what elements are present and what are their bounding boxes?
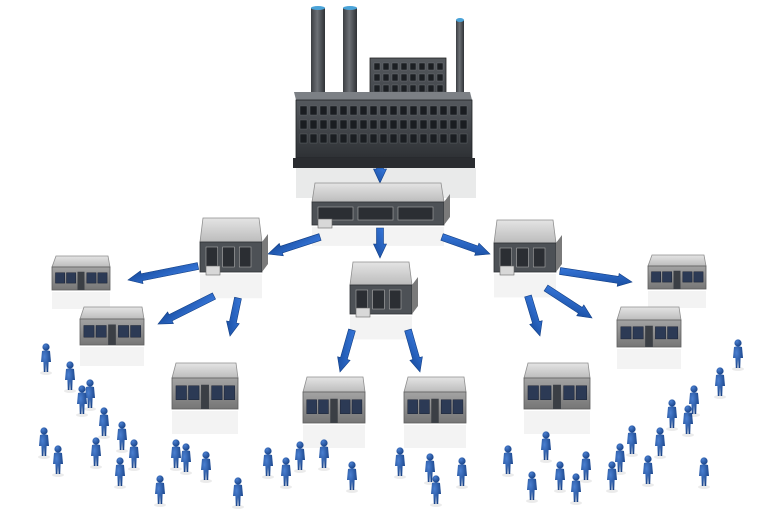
person-figure [580,451,592,483]
person-figure [128,439,140,471]
person-figure [666,399,678,431]
store [51,255,111,291]
person-figure [688,385,700,417]
store [403,376,467,424]
store [171,362,239,410]
person-figure [40,343,52,375]
person-figure [502,445,514,477]
person-figure [682,405,694,437]
arrow-right-to-store [524,294,543,337]
person-figure [76,385,88,417]
person-figure [170,439,182,471]
person-figure [732,339,744,371]
arrow-left-to-store [226,296,242,337]
person-figure [642,455,654,487]
smokestack [311,8,325,100]
person-figure [114,457,126,489]
person-figure [606,461,618,493]
people-layer [38,339,744,509]
person-figure [98,407,110,439]
factory [293,6,475,168]
store [79,306,145,346]
person-figure [116,421,128,453]
arrow-middle-to-store [404,328,423,373]
arrow-right-to-store [559,267,633,287]
person-figure [52,445,64,477]
person-figure [64,361,76,393]
person-figure [346,461,358,493]
smokestack [343,8,357,100]
person-figure [570,473,582,505]
person-figure [394,447,406,479]
person-figure [280,457,292,489]
person-figure [318,439,330,471]
central-distribution-center [311,182,450,229]
store [302,376,366,424]
person-figure [232,477,244,509]
arrow-factory-to-central [373,167,387,184]
person-figure [180,443,192,475]
person-figure [614,443,626,475]
arrow-left-to-store [157,292,216,325]
arrow-central-to-left [267,233,322,257]
person-figure [554,461,566,493]
buildings-layer [51,6,707,424]
person-figure [430,475,442,507]
person-figure [84,379,96,411]
person-figure [38,427,50,459]
left-distribution-center [199,217,268,276]
person-figure [154,475,166,507]
person-figure [456,457,468,489]
person-figure [526,471,538,503]
arrows-layer [127,167,633,373]
person-figure [714,367,726,399]
person-figure [654,427,666,459]
arrow-middle-to-store [337,328,356,373]
store [647,254,707,290]
person-figure [698,457,710,489]
person-figure [262,447,274,479]
arrow-right-to-store [543,284,593,319]
person-figure [200,451,212,483]
right-distribution-center [493,219,562,276]
arrow-central-to-middle [373,227,387,259]
smokestack [456,20,464,110]
floor-reflections [52,168,706,448]
store [523,362,591,410]
store [616,306,682,348]
arrow-left-to-store [127,262,200,285]
person-figure [540,431,552,463]
middle-distribution-center [349,261,418,318]
person-figure [294,441,306,473]
arrow-central-to-right [440,233,491,256]
person-figure [90,437,102,469]
person-figure [424,453,436,485]
person-figure [626,425,638,457]
